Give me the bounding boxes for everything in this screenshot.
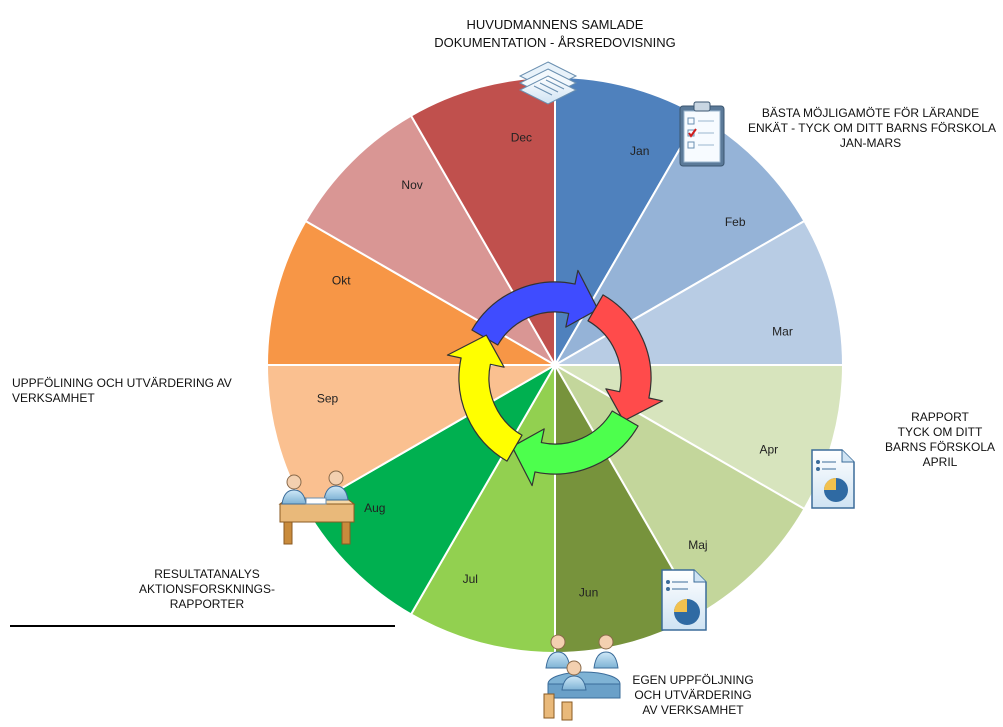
annotation-top: HUVUDMANNENS SAMLADE DOKUMENTATION - ÅRS… <box>405 16 705 52</box>
annotation-bottom-left: RESULTATANALYS AKTIONSFORSKNINGS- RAPPOR… <box>122 567 292 612</box>
report-chart-icon-june <box>661 569 707 631</box>
meeting-people-icon-june <box>543 634 621 721</box>
report-chart-icon-april <box>811 449 855 509</box>
month-label-apr: Apr <box>759 443 778 457</box>
month-label-okt: Okt <box>332 273 351 287</box>
month-label-aug: Aug <box>364 501 385 515</box>
month-label-dec: Dec <box>511 131 532 145</box>
month-label-jan: Jan <box>630 144 649 158</box>
annotation-left: UPPFÖLINING OCH UTVÄRDERING AV VERKSAMHE… <box>12 376 272 406</box>
month-label-mar: Mar <box>772 324 793 338</box>
annotation-right-line-3: BARNS FÖRSKOLA <box>884 440 996 454</box>
annotation-top-right-line-3: JAN-MARS <box>839 136 902 150</box>
month-label-jul: Jul <box>463 572 478 586</box>
cycle-arrow-red <box>587 294 664 422</box>
month-label-maj: Maj <box>688 538 707 552</box>
month-label-feb: Feb <box>725 215 746 229</box>
divider-line <box>10 625 395 627</box>
month-segment-nov <box>304 114 558 368</box>
cycle-arrow-yellow <box>446 334 523 462</box>
annotation-left-line-2: VERKSAMHET <box>12 391 95 405</box>
annotation-right-line-1: RAPPORT <box>911 410 969 424</box>
annotation-right-line-2: TYCK OM DITT <box>897 425 983 439</box>
annotation-bottom-left-line-1: RESULTATANALYS <box>154 567 260 581</box>
annotation-bottom-line-1: EGEN UPPFÖLJNING <box>632 673 754 687</box>
annotation-top-right-line-1: BÄSTA MÖJLIGAMÖTE FÖR LÄRANDE <box>761 106 980 120</box>
month-label-nov: Nov <box>401 178 422 192</box>
annotation-top-right: BÄSTA MÖJLIGAMÖTE FÖR LÄRANDE ENKÄT - TY… <box>748 106 997 151</box>
annotation-top-line-2: DOKUMENTATION - ÅRSREDOVISNING <box>434 35 676 50</box>
month-segments <box>265 75 845 655</box>
annotation-top-line-1: HUVUDMANNENS SAMLADE <box>466 17 644 32</box>
annotation-top-right-line-2: ENKÄT - TYCK OM DITT BARNS FÖRSKOLA <box>748 121 997 135</box>
month-label-jun: Jun <box>579 586 598 600</box>
annotation-left-line-1: UPPFÖLINING OCH UTVÄRDERING AV <box>12 376 232 390</box>
annotation-right-line-4: APRIL <box>922 455 958 469</box>
annotation-bottom-left-line-2: AKTIONSFORSKNINGS- <box>138 582 275 596</box>
meeting-people-icon-august <box>278 470 356 545</box>
cycle-arrows <box>446 269 664 487</box>
documents-stack-icon <box>518 61 578 105</box>
checklist-clipboard-icon <box>679 101 725 167</box>
annotation-bottom: EGEN UPPFÖLJNING OCH UTVÄRDERING AV VERK… <box>618 673 768 718</box>
annotation-right: RAPPORT TYCK OM DITT BARNS FÖRSKOLA APRI… <box>880 410 1000 470</box>
cycle-arrow-blue <box>471 269 599 346</box>
annotation-bottom-line-2: OCH UTVÄRDERING <box>634 688 752 702</box>
month-label-sep: Sep <box>317 392 339 406</box>
annotation-bottom-left-line-3: RAPPORTER <box>169 597 245 611</box>
annotation-bottom-line-3: AV VERKSAMHET <box>642 703 744 717</box>
cycle-arrow-green <box>511 410 639 487</box>
